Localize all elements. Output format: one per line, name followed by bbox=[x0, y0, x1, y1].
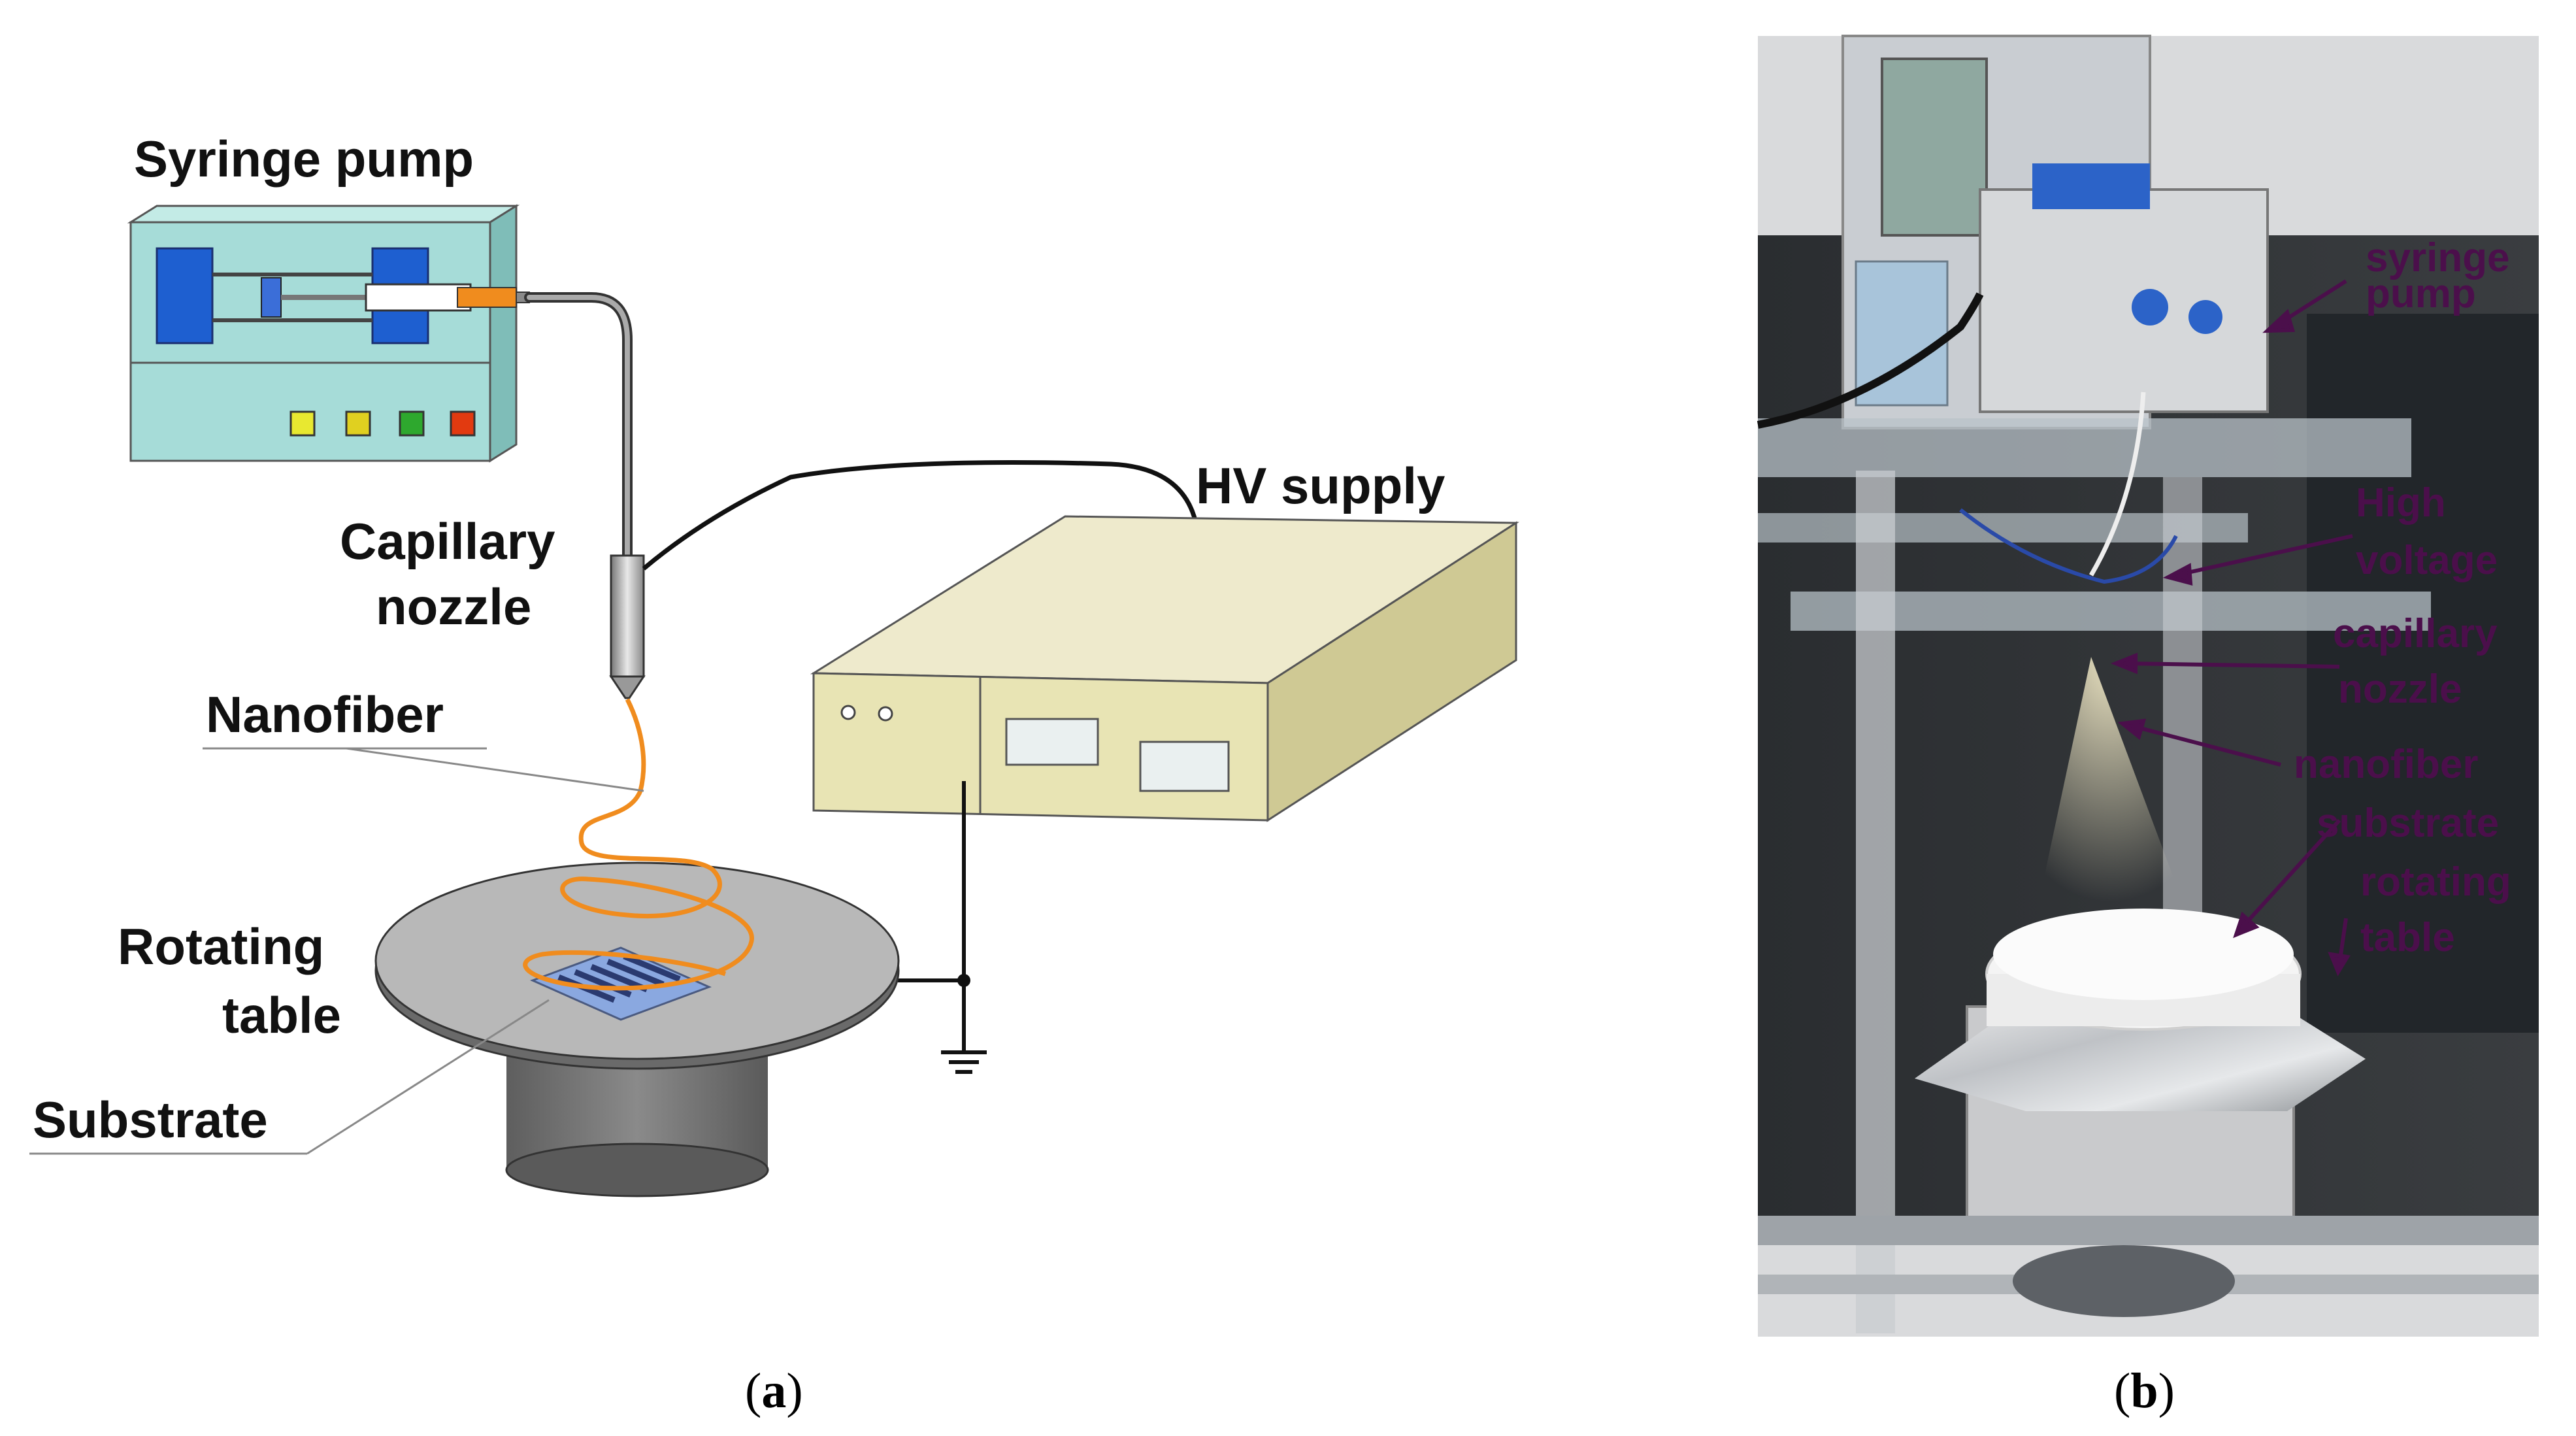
photo-label-hv-line1: High bbox=[2356, 480, 2446, 526]
label-substrate: Substrate bbox=[33, 1091, 268, 1148]
rotating-table bbox=[374, 861, 900, 1197]
caption-panel-a: (a) bbox=[745, 1363, 803, 1418]
panel-b-photo: syringe pump High voltage capillary nozz… bbox=[1757, 35, 2539, 1337]
photo-annotation-arrows bbox=[2110, 279, 2353, 977]
label-capillary-line2: nozzle bbox=[376, 578, 531, 635]
photo-label-syringe-line2: pump bbox=[2366, 271, 2476, 316]
photo-label-substrate: substrate bbox=[2317, 801, 2499, 846]
hv-supply-box bbox=[810, 515, 1519, 822]
photo-label-hv-line2: voltage bbox=[2356, 538, 2498, 583]
label-rotating-line1: Rotating bbox=[118, 918, 324, 975]
label-capillary-line1: Capillary bbox=[340, 512, 555, 570]
caption-panel-b: (b) bbox=[2114, 1363, 2175, 1418]
label-hv-supply: HV supply bbox=[1196, 457, 1445, 514]
substrate bbox=[530, 946, 712, 1021]
photo-label-nanofiber: nanofiber bbox=[2294, 742, 2478, 787]
photo-label-capillary-line1: capillary bbox=[2333, 611, 2498, 656]
photo-label-rotating-line1: rotating bbox=[2360, 860, 2511, 905]
indicator-light-1 bbox=[289, 410, 316, 437]
indicator-light-2 bbox=[345, 410, 371, 437]
ground-connection bbox=[882, 781, 987, 1074]
hv-wire bbox=[642, 460, 1198, 571]
label-nanofiber: Nanofiber bbox=[206, 686, 444, 743]
photo-label-syringe-line1: syringe bbox=[2366, 235, 2510, 280]
capillary-nozzle bbox=[609, 554, 646, 699]
photo-label-rotating-line2: table bbox=[2360, 915, 2455, 960]
substrate-leader-line bbox=[306, 999, 550, 1155]
label-syringe-pump: Syringe pump bbox=[134, 130, 474, 188]
nanofiber-leader-line bbox=[346, 747, 644, 792]
indicator-light-3 bbox=[399, 410, 425, 437]
nanofiber-jet bbox=[523, 698, 754, 991]
photo-label-capillary-line2: nozzle bbox=[2338, 667, 2462, 712]
indicator-light-4 bbox=[450, 410, 476, 437]
panel-a: Syringe pump HV supply Capillary nozzle … bbox=[29, 130, 1519, 1197]
label-rotating-line2: table bbox=[222, 986, 341, 1044]
syringe-pump bbox=[127, 204, 530, 463]
